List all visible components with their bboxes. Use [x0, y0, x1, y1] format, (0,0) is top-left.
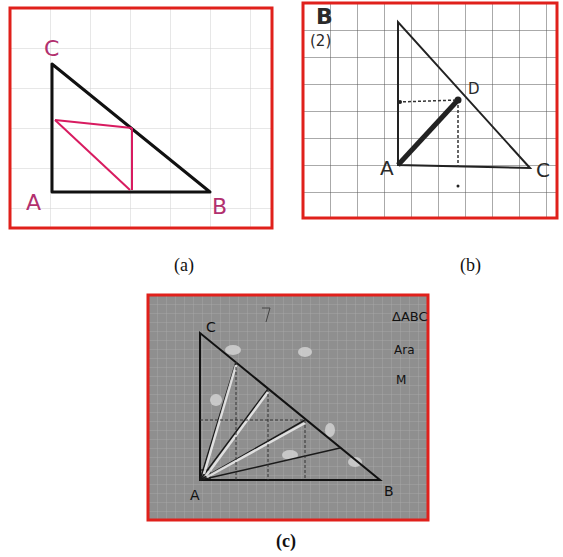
- panel-caption: (c): [276, 532, 296, 550]
- vertex-letter: A: [380, 158, 394, 178]
- vertex-letter: B: [212, 196, 227, 218]
- vertex-letter: C: [206, 320, 216, 334]
- vertex-letter: A: [26, 192, 41, 214]
- note-text: ΔABC: [392, 310, 428, 323]
- vertex-letter: B: [316, 6, 333, 28]
- panel-a: [10, 8, 272, 228]
- note-text: Ara: [394, 344, 415, 356]
- figure-number: (2): [310, 34, 331, 49]
- panel-caption: (b): [460, 256, 481, 274]
- vertex-letter: A: [190, 488, 200, 502]
- vertex-letter: C: [536, 160, 550, 180]
- vertex-letter: B: [384, 484, 394, 498]
- vertex-letter: C: [44, 38, 59, 60]
- panel-c: [148, 295, 428, 520]
- panel-caption: (a): [174, 256, 194, 274]
- vertex-letter: D: [468, 82, 480, 97]
- note-text: M: [396, 374, 406, 386]
- panel-b: [303, 3, 557, 218]
